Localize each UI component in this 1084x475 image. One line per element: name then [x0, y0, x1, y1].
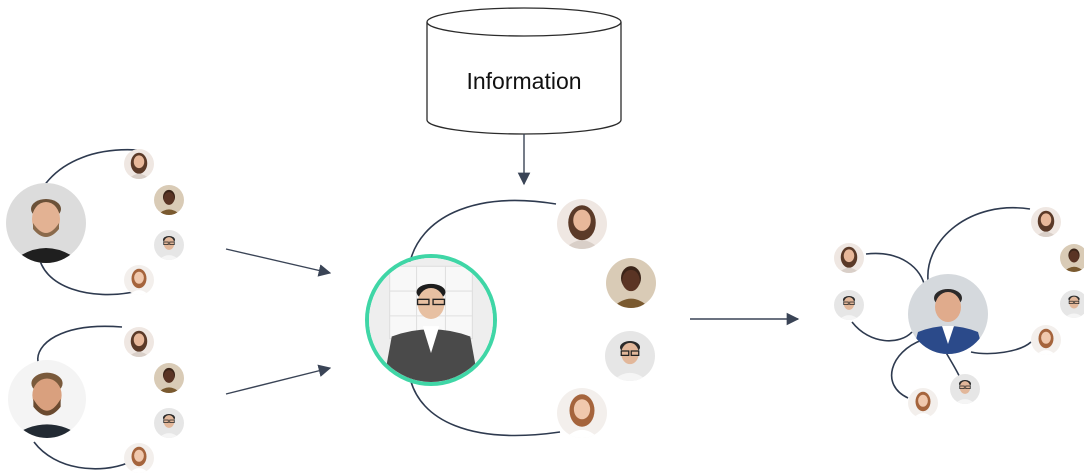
- contact-avatar: [154, 185, 184, 215]
- connection-line: [409, 377, 561, 437]
- contact-avatar: [834, 243, 864, 273]
- connection-line: [409, 199, 557, 263]
- contact-avatar: [1060, 290, 1084, 318]
- center-network: [365, 199, 656, 438]
- contact-avatar: [124, 149, 154, 179]
- left-top-network: [6, 149, 184, 296]
- contact-avatar: [1060, 244, 1084, 272]
- contact-avatar: [557, 199, 607, 249]
- contact-avatar: [154, 363, 184, 393]
- contact-avatar: [606, 258, 656, 308]
- connection-line: [890, 339, 923, 399]
- contact-avatar: [154, 408, 184, 438]
- arrow-left-bottom-to-center: [225, 364, 332, 395]
- contact-avatar: [908, 388, 938, 418]
- contact-avatar: [605, 331, 655, 381]
- right-person-avatar: [908, 274, 988, 354]
- right-network: [834, 206, 1084, 418]
- hub-person-1-avatar: [6, 183, 86, 263]
- contact-avatar: [1031, 207, 1061, 237]
- connection-line: [865, 252, 926, 289]
- connection-line: [851, 321, 913, 342]
- connection-line: [33, 441, 131, 470]
- center-person-avatar: [369, 258, 493, 382]
- contact-avatar: [834, 290, 864, 320]
- left-bottom-network: [8, 325, 184, 473]
- contact-avatar: [154, 230, 184, 260]
- contact-avatar: [1031, 325, 1061, 355]
- arrow-left-top-to-center: [225, 248, 332, 277]
- connection-line: [970, 341, 1032, 355]
- information-database: Information: [426, 7, 622, 135]
- database-label: Information: [466, 68, 581, 94]
- connection-line: [37, 325, 123, 363]
- contact-avatar: [950, 374, 980, 404]
- contact-avatar: [124, 327, 154, 357]
- hub-person-2-avatar: [8, 360, 86, 438]
- connection-line: [927, 206, 1031, 281]
- contact-avatar: [124, 443, 154, 473]
- contact-avatar: [124, 265, 154, 295]
- contact-avatar: [557, 388, 607, 438]
- highlight-ring: [365, 254, 497, 386]
